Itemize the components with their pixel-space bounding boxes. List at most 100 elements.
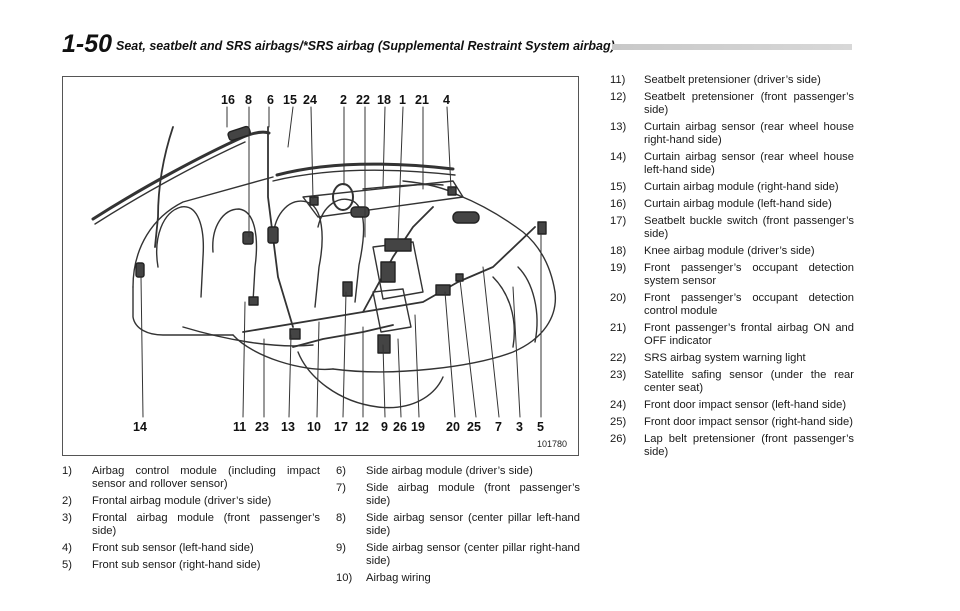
legend-text: Curtain airbag module (left-hand side)	[644, 198, 832, 210]
legend-text: Curtain airbag sensor (rear wheel house …	[644, 151, 854, 176]
legend-num: 11)	[610, 74, 626, 86]
legend-text: Front passenger’s occupant detection con…	[644, 292, 854, 317]
legend-item: 20) Front passenger’s occupant detection …	[610, 292, 854, 318]
legend-item: 22) SRS airbag system warning light	[610, 352, 854, 365]
legend-text: Front door impact sensor (left-hand side…	[644, 399, 847, 411]
callout-13: 13	[281, 420, 295, 434]
header-rule	[612, 44, 852, 50]
callout-17: 17	[334, 420, 348, 434]
legend-text: Frontal airbag module (driver’s side)	[92, 495, 272, 507]
legend-num: 5)	[62, 559, 72, 571]
legend-text: Airbag wiring	[366, 572, 431, 584]
legend-text: Side airbag module (driver’s side)	[366, 465, 533, 477]
legend-item: 24) Front door impact sensor (left-hand s…	[610, 399, 854, 412]
legend-column-1: 1)Airbag control module (including impac…	[62, 465, 320, 576]
legend-text: Satellite safing sensor (under the rear …	[644, 369, 854, 394]
legend-text: Curtain airbag sensor (rear wheel house …	[644, 121, 854, 146]
callout-18: 18	[377, 93, 391, 107]
callout-3: 3	[516, 420, 523, 434]
legend-num: 26)	[610, 433, 627, 445]
callout-14: 14	[133, 420, 147, 434]
legend-text: Front sub sensor (right-hand side)	[92, 559, 261, 571]
legend-num: 3)	[62, 512, 72, 524]
legend-num: 10)	[336, 572, 353, 584]
legend-item: 10) Airbag wiring	[336, 572, 580, 585]
legend-num: 2)	[62, 495, 72, 507]
legend-item: 2) Frontal airbag module (driver’s side)	[62, 495, 320, 508]
legend-item: 6) Side airbag module (driver’s side)	[336, 465, 580, 478]
legend-text: Knee airbag module (driver’s side)	[644, 245, 815, 257]
legend-item: 23)Satellite safing sensor (under the re…	[610, 369, 854, 395]
legend-num: 6)	[336, 465, 346, 477]
legend-column-2: 6) Side airbag module (driver’s side) 7) S…	[336, 465, 580, 589]
legend-item: 7) Side airbag module (front passenger’s …	[336, 482, 580, 508]
callout-19: 19	[411, 420, 425, 434]
legend-text: SRS airbag system warning light	[644, 352, 806, 364]
legend-item: 13) Curtain airbag sensor (rear wheel hou…	[610, 121, 854, 147]
callout-5: 5	[537, 420, 544, 434]
legend-item: 21)Front passenger’s frontal airbag ON a…	[610, 322, 854, 348]
legend-num: 14)	[610, 151, 627, 163]
legend-num: 24)	[610, 399, 627, 411]
callout-9: 9	[381, 420, 388, 434]
legend-num: 12)	[610, 91, 627, 103]
callout-1: 1	[399, 93, 406, 107]
callout-21: 21	[415, 93, 429, 107]
legend-num: 1)	[62, 465, 72, 477]
callout-8: 8	[245, 93, 252, 107]
legend-text: Lap belt pretensioner (front passenger’s…	[644, 433, 854, 458]
callout-4: 4	[443, 93, 450, 107]
legend-text: Side airbag sensor (center pillar left-h…	[366, 512, 580, 537]
legend-text: Seatbelt buckle switch (front passenger’…	[644, 215, 854, 240]
callouts-bottom: 14 11 23 13 10 17 12 9 26 19 20 25 7 3 5	[133, 420, 544, 434]
callout-2: 2	[340, 93, 347, 107]
legend-text: Frontal airbag module (front passenger’s…	[92, 512, 320, 537]
legend-text: Front door impact sensor (right-hand sid…	[644, 416, 853, 428]
callout-15: 15	[283, 93, 297, 107]
callout-6: 6	[267, 93, 274, 107]
legend-item: 3) Frontal airbag module (front passenger…	[62, 512, 320, 538]
legend-text: Seatbelt pretensioner (front passenger’s…	[644, 91, 854, 116]
callout-12: 12	[355, 420, 369, 434]
car-illustration: 16 8 6 15 24 2 22 18 1 21 4 14 11 23 13 …	[91, 93, 567, 449]
figure-id: 101780	[537, 439, 567, 449]
callout-16: 16	[221, 93, 235, 107]
legend-item: 25) Front door impact sensor (right-hand …	[610, 416, 854, 429]
legend-num: 17)	[610, 215, 627, 227]
legend-item: 8) Side airbag sensor (center pillar left…	[336, 512, 580, 538]
section-title: Seat, seatbelt and SRS airbags/*SRS airb…	[116, 39, 615, 53]
callout-26: 26	[393, 420, 407, 434]
legend-item: 16)Curtain airbag module (left-hand side…	[610, 198, 854, 211]
legend-item: 4)Front sub sensor (left-hand side)	[62, 542, 320, 555]
legend-text: Seatbelt pretensioner (driver’s side)	[644, 74, 821, 86]
legend-item: 17) Seatbelt buckle switch (front passeng…	[610, 215, 854, 241]
legend-item: 5) Front sub sensor (right-hand side)	[62, 559, 320, 572]
legend-text: Front passenger’s frontal airbag ON and …	[644, 322, 854, 347]
callout-22: 22	[356, 93, 370, 107]
legend-item: 18)Knee airbag module (driver’s side)	[610, 245, 854, 258]
legend-num: 4)	[62, 542, 72, 554]
legend-item: 26) Lap belt pretensioner (front passenge…	[610, 433, 854, 459]
callout-10: 10	[307, 420, 321, 434]
legend-text: Curtain airbag module (right-hand side)	[644, 181, 839, 193]
legend-item: 15) Curtain airbag module (right-hand sid…	[610, 181, 854, 194]
callout-25: 25	[467, 420, 481, 434]
legend-num: 19)	[610, 262, 627, 274]
callout-24: 24	[303, 93, 317, 107]
page-header: 1-50 Seat, seatbelt and SRS airbags/*SRS…	[62, 30, 852, 58]
legend-num: 15)	[610, 181, 627, 193]
legend-num: 7)	[336, 482, 346, 494]
legend-num: 8)	[336, 512, 346, 524]
legend-item: 14) Curtain airbag sensor (rear wheel hou…	[610, 151, 854, 177]
legend-num: 22)	[610, 352, 627, 364]
callout-23: 23	[255, 420, 269, 434]
legend-num: 20)	[610, 292, 627, 304]
callouts-top: 16 8 6 15 24 2 22 18 1 21 4	[221, 93, 450, 107]
legend-num: 13)	[610, 121, 627, 133]
legend-column-3: 11) Seatbelt pretensioner (driver’s side)…	[610, 74, 854, 463]
legend-num: 25)	[610, 416, 627, 428]
callout-7: 7	[495, 420, 502, 434]
legend-text: Front passenger’s occupant detection sys…	[644, 262, 854, 287]
legend-text: Side airbag module (front passenger’s si…	[366, 482, 580, 507]
callout-11: 11	[233, 420, 246, 434]
